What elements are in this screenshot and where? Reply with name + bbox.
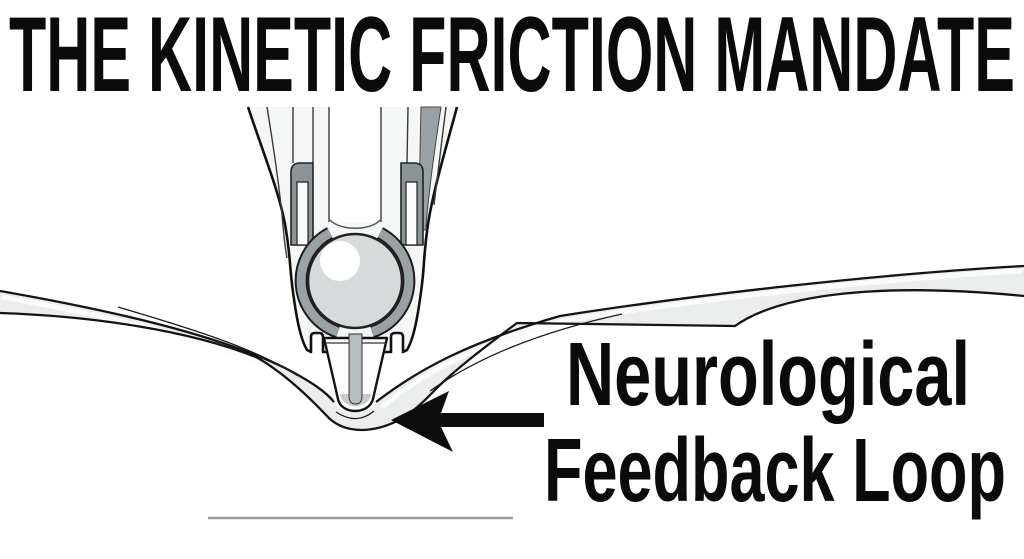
paper-fill xyxy=(0,266,1024,430)
annotation-line1: Neurological xyxy=(566,325,970,425)
ball-highlight xyxy=(320,241,360,281)
ink-channel xyxy=(348,333,363,405)
indicator-arrow xyxy=(391,391,544,452)
annotation-line2: Feedback Loop xyxy=(544,421,1006,521)
pen-illustration xyxy=(246,104,459,413)
ink-tube xyxy=(330,104,380,222)
paper-outlines xyxy=(0,264,1024,432)
retainer-clips xyxy=(290,162,424,246)
page-title: THE KINETIC FRICTION MANDATE xyxy=(9,0,1015,114)
barrel-seam-lines xyxy=(266,106,447,259)
retainer-clip-left-slot xyxy=(296,181,309,246)
retainer-clip-right-slot xyxy=(405,181,418,246)
paper-surface xyxy=(0,264,1024,432)
ball-socket-ring xyxy=(294,227,416,339)
ink-tube-mouth xyxy=(329,219,381,229)
paper-inner-lines xyxy=(117,306,623,420)
